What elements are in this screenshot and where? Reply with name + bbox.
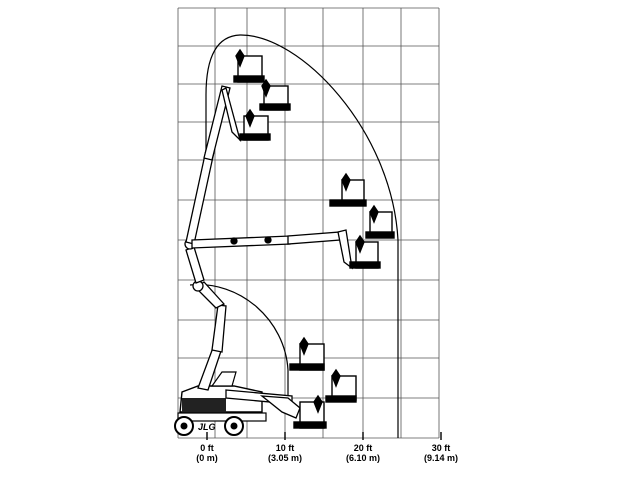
platforms-mid <box>329 172 395 269</box>
main-boom-horizontal <box>191 229 353 270</box>
x-tick-label-20: 20 ft (6.10 m) <box>323 443 403 463</box>
x-tick-m: (0 m) <box>196 453 218 463</box>
platforms-high <box>233 48 291 141</box>
platforms-low <box>289 336 357 429</box>
x-tick-m: (9.14 m) <box>423 453 458 463</box>
x-tick-m: (3.05 m) <box>267 453 302 463</box>
x-tick-ft: 0 ft <box>200 443 214 453</box>
jlg-logo: JLG <box>198 422 216 432</box>
grid <box>177 7 440 439</box>
x-tick-ft: 30 ft <box>431 443 451 453</box>
x-tick-m: (6.10 m) <box>345 453 380 463</box>
machine-base: JLG <box>174 371 267 436</box>
main-boom-high <box>185 85 242 245</box>
inner-envelope-curve <box>189 284 289 408</box>
x-tick-ft: 20 ft <box>353 443 373 453</box>
x-tick-label-30: 30 ft (9.14 m) <box>401 443 481 463</box>
main-boom-low <box>225 389 301 419</box>
outer-envelope-curve <box>205 34 399 438</box>
axis-ticks <box>206 432 442 440</box>
x-tick-label-10: 10 ft (3.05 m) <box>245 443 325 463</box>
lower-boom <box>184 238 227 391</box>
x-tick-ft: 10 ft <box>275 443 295 453</box>
x-tick-label-0: 0 ft (0 m) <box>167 443 247 463</box>
